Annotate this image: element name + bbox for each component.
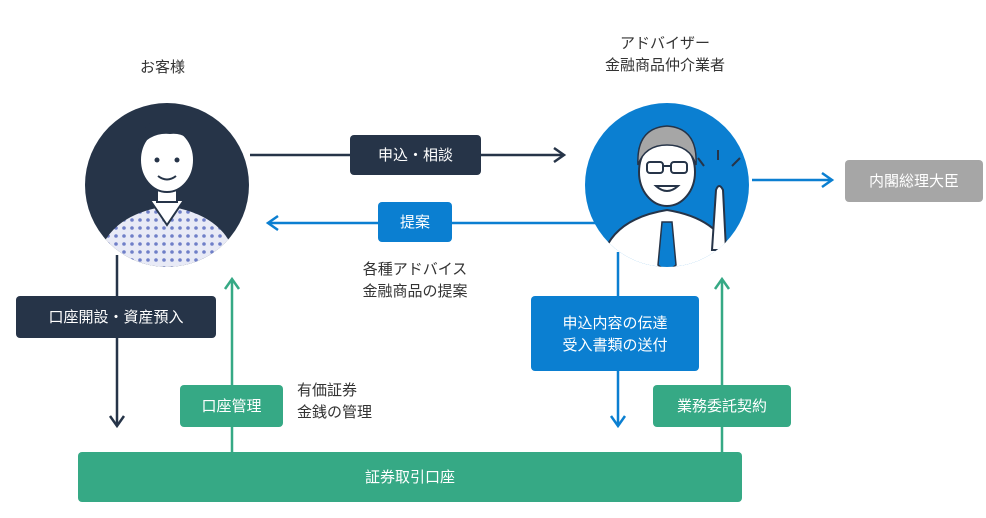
proposal-note: 各種アドバイス 金融商品の提案 bbox=[340, 258, 490, 302]
proposal-box: 提案 bbox=[378, 202, 452, 242]
customer-label: お客様 bbox=[140, 58, 186, 76]
advisor-label-line2: 金融商品仲介業者 bbox=[604, 56, 725, 74]
mgmt-note: 有価証券 金銭の管理 bbox=[297, 379, 417, 423]
mgmt-note-line2: 金銭の管理 bbox=[297, 403, 373, 421]
outsourcing-box: 業務委託契約 bbox=[653, 385, 791, 427]
mgmt-note-line1: 有価証券 bbox=[297, 381, 358, 399]
customer-avatar bbox=[85, 103, 249, 267]
transmit-box: 申込内容の伝達 受入書類の送付 bbox=[531, 296, 699, 371]
advisor-label: アドバイザー 金融商品仲介業者 bbox=[580, 32, 750, 76]
proposal-note-line1: 各種アドバイス bbox=[362, 260, 468, 278]
transmit-line2: 受入書類の送付 bbox=[562, 335, 668, 354]
advisor-avatar bbox=[585, 103, 749, 267]
transmit-line1: 申込内容の伝達 bbox=[562, 313, 668, 332]
proposal-note-line2: 金融商品の提案 bbox=[362, 282, 468, 300]
securities-account-bar: 証券取引口座 bbox=[78, 452, 742, 502]
account-mgmt-box: 口座管理 bbox=[180, 385, 283, 427]
advisor-label-line1: アドバイザー bbox=[619, 34, 710, 52]
open-account-box: 口座開設・資産預入 bbox=[16, 296, 216, 338]
pm-box: 内閣総理大臣 bbox=[845, 160, 983, 202]
apply-consult-box: 申込・相談 bbox=[350, 135, 481, 175]
